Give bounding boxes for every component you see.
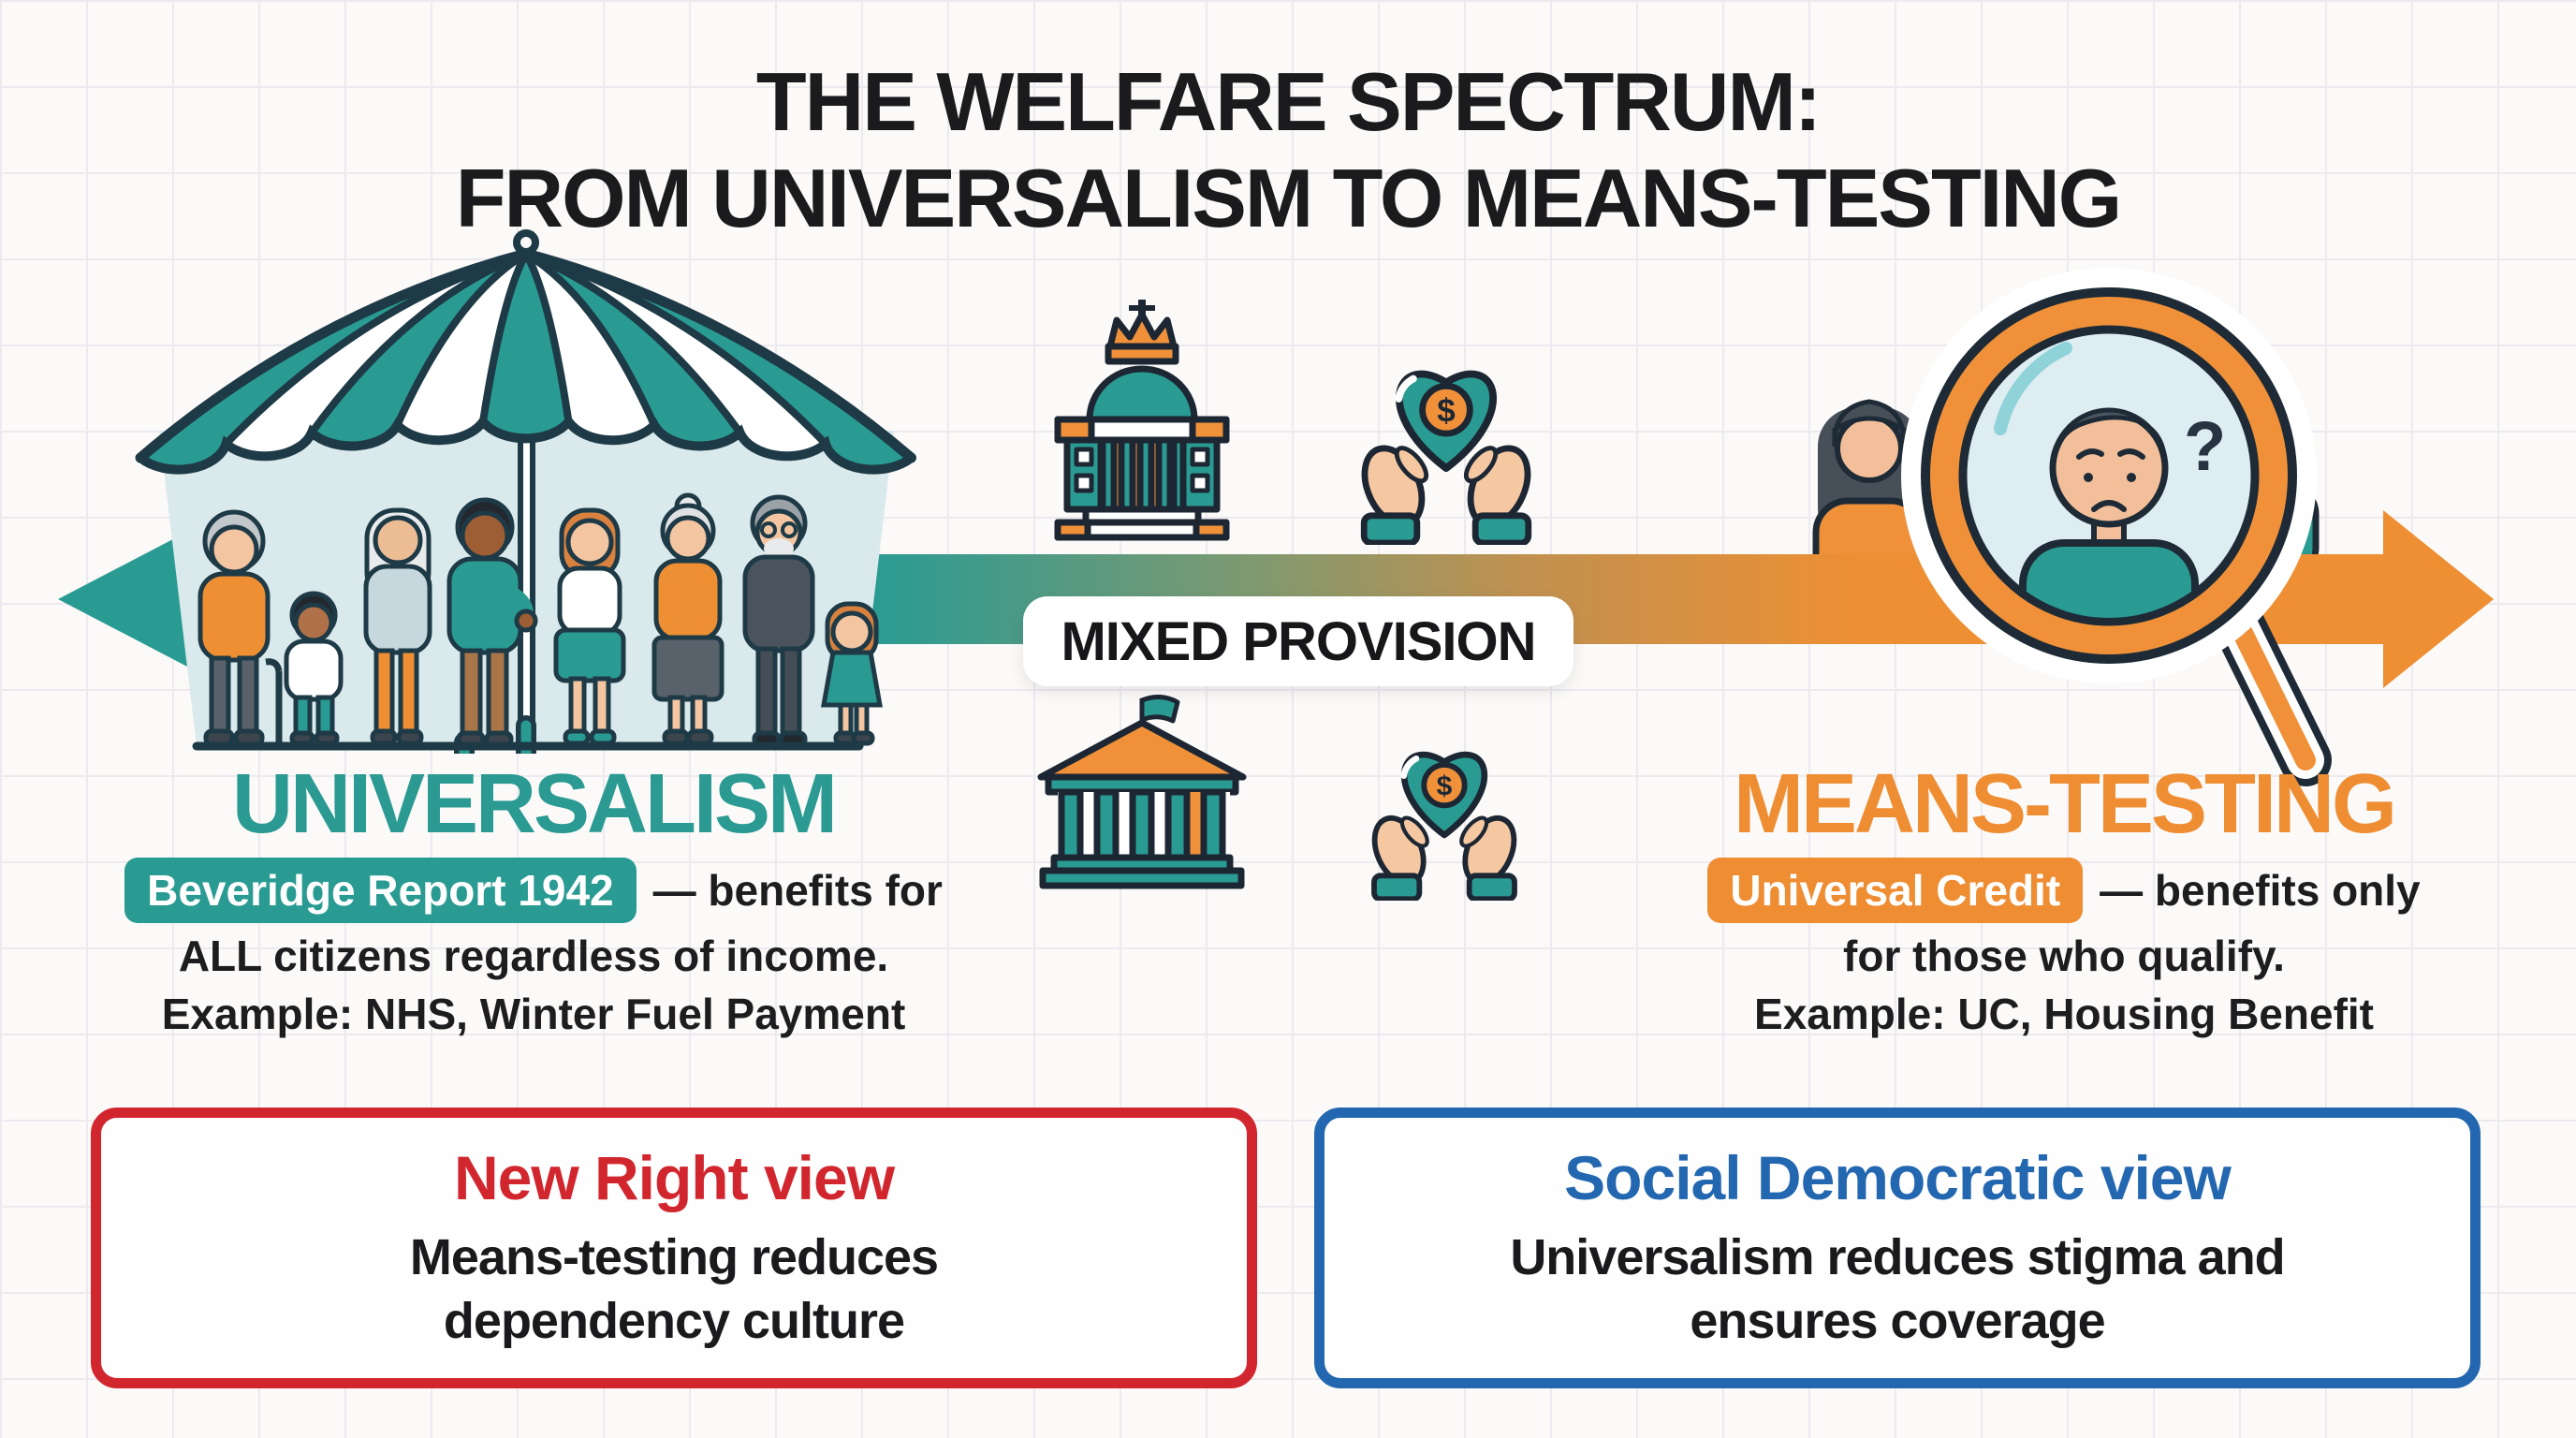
means-testing-heading: MEANS-TESTING [1733, 757, 2397, 851]
means-testing-line1-rest: — benefits only [2100, 866, 2421, 915]
universalism-line1: Beveridge Report 1942 — benefits for [47, 858, 1020, 923]
question-mark-icon: ? [2184, 407, 2226, 485]
magnifying-glass-person-icon: ? [1901, 268, 2332, 786]
government-building-crown-icon [1054, 300, 1230, 541]
page-title-line2: FROM UNIVERSALISM TO MEANS-TESTING [455, 151, 2122, 244]
person-girl [821, 601, 883, 746]
social-democratic-view-box: Social Democratic view Universalism redu… [1314, 1108, 2481, 1388]
beveridge-report-tag: Beveridge Report 1942 [124, 858, 637, 923]
crowd-of-citizens-icon [198, 492, 883, 748]
mixed-provision-label: MIXED PROVISION [1023, 596, 1573, 686]
new-right-view-heading: New Right view [453, 1143, 895, 1212]
person-elderly-woman-white-hair [363, 507, 432, 746]
umbrella-tip-loop [513, 229, 539, 256]
hands-holding-heart-icon [1340, 713, 1548, 901]
person-elderly-woman-cane [198, 509, 283, 747]
new-right-view-box: New Right view Means-testing reduces dep… [91, 1108, 1257, 1388]
new-right-view-body: Means-testing reduces dependency culture [101, 1225, 1247, 1353]
universalism-line2: ALL citizens regardless of income. [178, 932, 889, 980]
new-right-view-body-line1: Means-testing reduces [409, 1228, 939, 1285]
page-title: THE WELFARE SPECTRUM: FROM UNIVERSALISM … [0, 54, 2576, 247]
universalism-line3: Example: NHS, Winter Fuel Payment [161, 990, 906, 1038]
person-man-holding-umbrella [446, 497, 538, 748]
universalism-description: Beveridge Report 1942 — benefits for ALL… [47, 858, 1020, 1043]
person-elderly-man-suit [742, 494, 815, 748]
umbrella-protection-icon [135, 229, 916, 754]
universalism-heading: UNIVERSALISM [231, 757, 838, 851]
means-testing-description: Universal Credit — benefits only for tho… [1577, 858, 2551, 1043]
page-title-line1: THE WELFARE SPECTRUM: [755, 55, 1822, 148]
person-woman-orange-hair [553, 507, 626, 746]
woman-icon [1812, 399, 1926, 590]
mixed-provision-text: MIXED PROVISION [1061, 610, 1536, 672]
social-democratic-view-body: Universalism reduces stigma and ensures … [1325, 1225, 2470, 1353]
new-right-view-body-line2: dependency culture [443, 1292, 905, 1349]
assessed-person [2019, 407, 2199, 618]
social-democratic-view-heading: Social Democratic view [1564, 1143, 2232, 1212]
social-democratic-view-body-line2: ensures coverage [1690, 1292, 2105, 1349]
right-arrow-icon [2383, 510, 2494, 688]
person-boy [284, 591, 344, 746]
bank-building-flag-icon [1037, 695, 1247, 889]
universalism-line1-rest: — benefits for [652, 866, 943, 915]
means-testing-line3: Example: UC, Housing Benefit [1754, 990, 2374, 1038]
means-testing-line2: for those who qualify. [1843, 932, 2285, 980]
means-testing-line1: Universal Credit — benefits only [1577, 858, 2551, 923]
umbrella-canopy [135, 229, 916, 475]
universal-credit-tag: Universal Credit [1707, 858, 2084, 923]
social-democratic-view-body-line1: Universalism reduces stigma and [1510, 1228, 2285, 1285]
hands-holding-heart-icon [1337, 326, 1556, 545]
